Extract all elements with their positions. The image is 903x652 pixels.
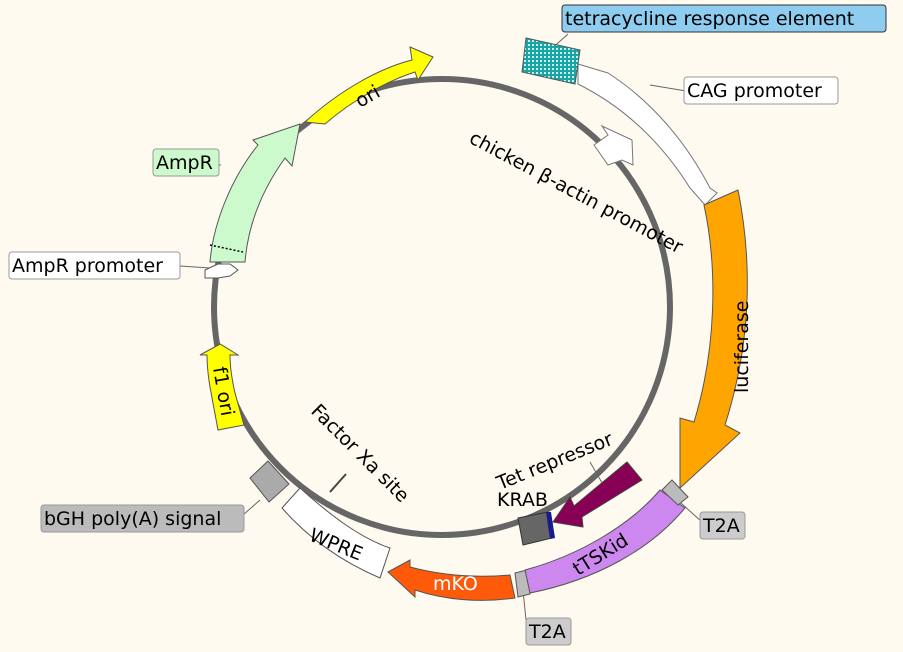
cag-label-bg (683, 76, 839, 105)
tre-box (521, 37, 581, 85)
ampr-promoter-arrow (204, 263, 239, 279)
ampr-boundary-dotted (209, 244, 244, 253)
t2a-2-label: T2A (528, 621, 566, 643)
ampr-promoter-label: AmpR promoter (12, 255, 163, 277)
cag-label: CAG promoter (687, 80, 822, 102)
ampr-label: AmpR (156, 152, 213, 174)
t2a-2-label-bg (525, 617, 572, 646)
krab-stripe (546, 512, 555, 539)
mko-label: mKO (433, 573, 478, 595)
luciferase-label: luciferase (731, 301, 753, 393)
bgh-polya-box (249, 460, 290, 503)
krab-label: KRAB (497, 489, 548, 511)
chicken-promoter-arrow (593, 124, 634, 166)
f1-ori-arrow (199, 343, 245, 431)
factor-xa-label: Factor Xa site (306, 400, 413, 507)
bgh-label: bGH poly(A) signal (44, 508, 221, 530)
ttskid-box (524, 489, 686, 594)
tet-repressor-label: Tet repressor (493, 428, 616, 495)
t2a-1-label: T2A (702, 515, 740, 537)
factor-xa-mark (329, 473, 347, 493)
mko-arrow (387, 559, 516, 601)
ampr-promoter-label-bg (8, 251, 181, 280)
bgh-label-bg (40, 504, 245, 533)
cag-promoter-arrow (577, 63, 718, 206)
plasmid-backbone (211, 76, 673, 538)
ori-arrow (303, 46, 434, 125)
wpre-box (281, 487, 391, 579)
tet-repressor-arrow (552, 461, 643, 528)
t2a-1-label-bg (699, 511, 746, 540)
ampr-label-bg (152, 148, 220, 177)
tre-label-bg (561, 4, 887, 33)
ampr-arrow (209, 123, 301, 263)
f1ori-label: f1 ori (208, 365, 238, 418)
luciferase-arrow (679, 189, 748, 490)
tre-label: tetracycline response element (565, 8, 854, 30)
chicken-label: chicken β-actin promoter (466, 127, 687, 258)
t2a-1-arrow (661, 479, 689, 506)
